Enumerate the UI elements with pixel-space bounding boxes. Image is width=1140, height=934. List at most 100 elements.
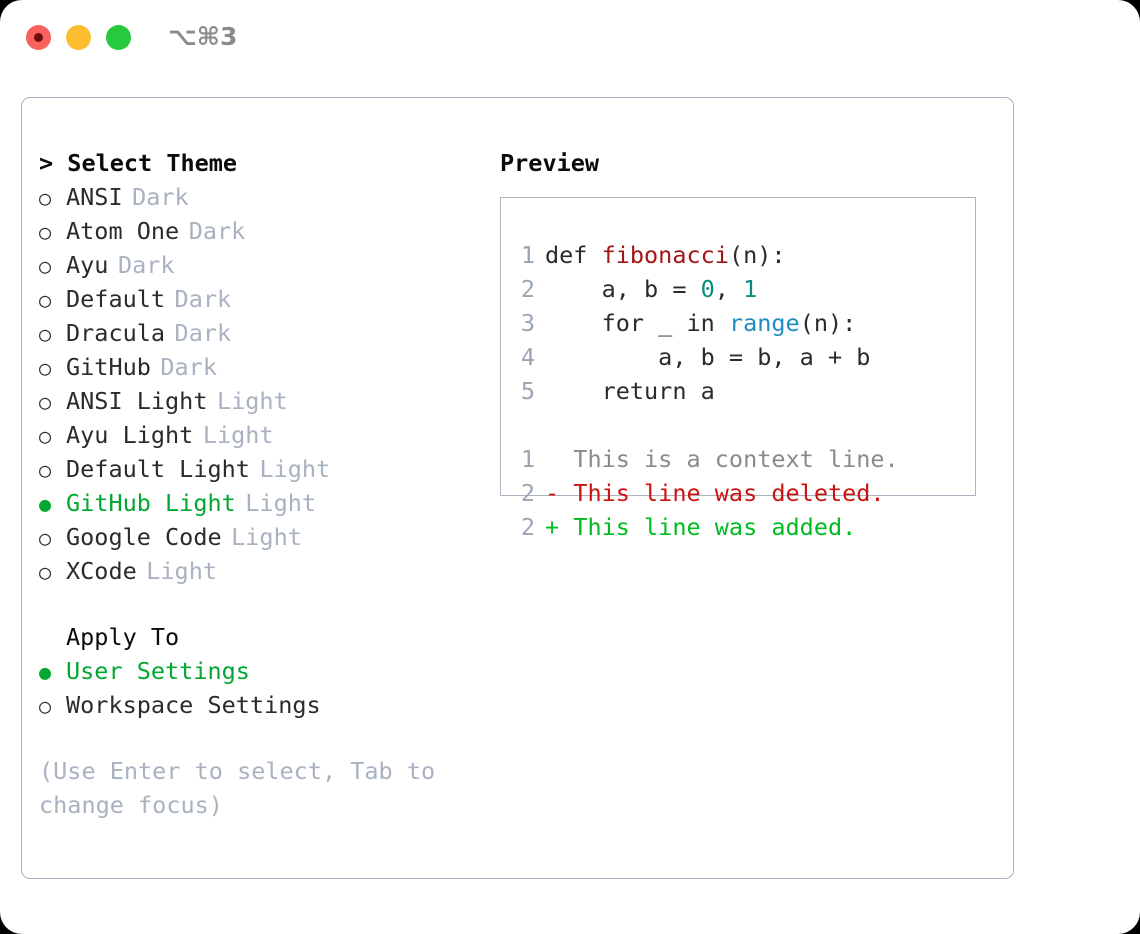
line-number: 2 (520, 479, 535, 507)
title-bar: ⌥⌘3 (0, 0, 1140, 78)
diff-line-text: - This line was deleted. (545, 479, 885, 507)
theme-option-tag: Dark (160, 353, 217, 381)
theme-option-label: GitHub Light (66, 489, 236, 517)
theme-option-tag: Light (231, 523, 302, 551)
line-number: 3 (520, 309, 535, 337)
apply-to-option-user-settings[interactable]: ● User Settings (39, 654, 489, 688)
apply-to-option-label: User Settings (66, 657, 250, 685)
theme-option-tag: Dark (188, 217, 246, 245)
theme-option-label: Atom One (66, 217, 180, 245)
radio-unselected-icon: ○ (39, 458, 52, 482)
select-theme-heading: > Select Theme (39, 149, 238, 177)
line-number: 2 (520, 513, 535, 541)
window-controls (26, 25, 131, 50)
code-token-plain: a, b = (545, 275, 701, 303)
line-number: 4 (520, 343, 535, 371)
theme-option-ansi-light[interactable]: ○ ANSI Light Light (39, 384, 489, 418)
theme-option-tag: Light (202, 421, 274, 449)
code-line-text: a, b = b, a + b (545, 340, 870, 374)
theme-option-label: Default (66, 285, 166, 313)
theme-option-label: Dracula (66, 319, 166, 347)
diff-line-del: 2 - This line was deleted. (501, 476, 975, 510)
code-line-text: for _ in range(n): (545, 306, 857, 340)
line-number: 1 (520, 241, 535, 269)
radio-unselected-icon: ○ (39, 288, 52, 312)
theme-option-ayu-light[interactable]: ○ Ayu Light Light (39, 418, 489, 452)
code-line: 4 a, b = b, a + b (501, 340, 975, 374)
radio-unselected-icon: ○ (39, 424, 52, 448)
line-number: 5 (520, 377, 535, 405)
diff-line-text: + This line was added. (545, 513, 857, 541)
line-number: 1 (520, 445, 535, 473)
theme-option-label: ANSI (66, 183, 123, 211)
code-token-plain: (n): (728, 241, 786, 269)
code-line-text: a, b = 0, 1 (545, 272, 758, 306)
code-line: 2 a, b = 0, 1 (501, 272, 975, 306)
keyboard-hint-text: (Use Enter to select, Tab to change focu… (39, 757, 436, 819)
theme-option-tag: Dark (174, 319, 232, 347)
theme-option-tag: Light (216, 387, 288, 415)
code-line: 1 def fibonacci(n): (501, 238, 975, 272)
radio-unselected-icon: ○ (39, 220, 52, 244)
apply-to-option-list: ● User Settings ○Workspace Settings (39, 654, 489, 722)
code-token-num: 1 (743, 275, 758, 303)
theme-option-tag: Dark (174, 285, 232, 313)
apply-to-option-workspace-settings[interactable]: ○Workspace Settings (39, 688, 489, 722)
close-button[interactable] (26, 25, 51, 50)
line-number: 2 (520, 275, 535, 303)
code-line-text: def fibonacci(n): (545, 238, 786, 272)
apply-to-section: Apply To ● User Settings ○Workspace Settin… (39, 620, 489, 722)
radio-unselected-icon: ○ (39, 694, 52, 718)
code-line: 5 return a (501, 374, 975, 408)
code-diff-separator (501, 408, 975, 442)
theme-option-label: XCode (66, 557, 137, 585)
diff-line-add: 2 + This line was added. (501, 510, 975, 544)
theme-option-label: ANSI Light (66, 387, 208, 415)
radio-unselected-icon: ○ (39, 560, 52, 584)
code-token-bi: range (728, 309, 800, 337)
code-token-num: 0 (700, 275, 715, 303)
radio-unselected-icon: ○ (39, 356, 52, 380)
diff-line-text: This is a context line. (545, 445, 899, 473)
theme-option-default[interactable]: ○ Default Dark (39, 282, 489, 316)
diff-line-ctx: 1 This is a context line. (501, 442, 975, 476)
preview-heading: Preview (500, 149, 600, 177)
code-token-plain: a, b = b, a + b (545, 343, 871, 371)
code-token-plain: return a (545, 377, 715, 405)
theme-option-atom-one[interactable]: ○ Atom One Dark (39, 214, 489, 248)
radio-unselected-icon: ○ (39, 254, 52, 278)
radio-selected-icon: ● (39, 660, 52, 684)
theme-option-tag: Dark (132, 183, 189, 211)
theme-option-dracula[interactable]: ○ Dracula Dark (39, 316, 489, 350)
maximize-button[interactable] (106, 25, 131, 50)
minimize-button[interactable] (66, 25, 91, 50)
keyboard-shortcut-label: ⌥⌘3 (168, 22, 238, 51)
theme-option-label: Ayu Light (66, 421, 194, 449)
radio-unselected-icon: ○ (39, 390, 52, 414)
radio-unselected-icon: ○ (39, 322, 52, 346)
theme-option-tag: Light (146, 557, 217, 585)
code-token-plain: def (545, 241, 602, 269)
theme-option-tag: Light (245, 489, 317, 517)
theme-option-tag: Dark (117, 251, 175, 279)
apply-to-heading: Apply To (66, 623, 180, 651)
code-token-fn: fibonacci (601, 241, 729, 269)
theme-option-label: Default Light (66, 455, 250, 483)
code-token-plain: for _ in (545, 309, 729, 337)
theme-option-label: Google Code (66, 523, 222, 551)
theme-option-xcode[interactable]: ○ XCode Light (39, 554, 489, 588)
code-token-plain: , (714, 275, 744, 303)
theme-option-default-light[interactable]: ○ Default Light Light (39, 452, 489, 486)
theme-option-tag: Light (259, 455, 331, 483)
